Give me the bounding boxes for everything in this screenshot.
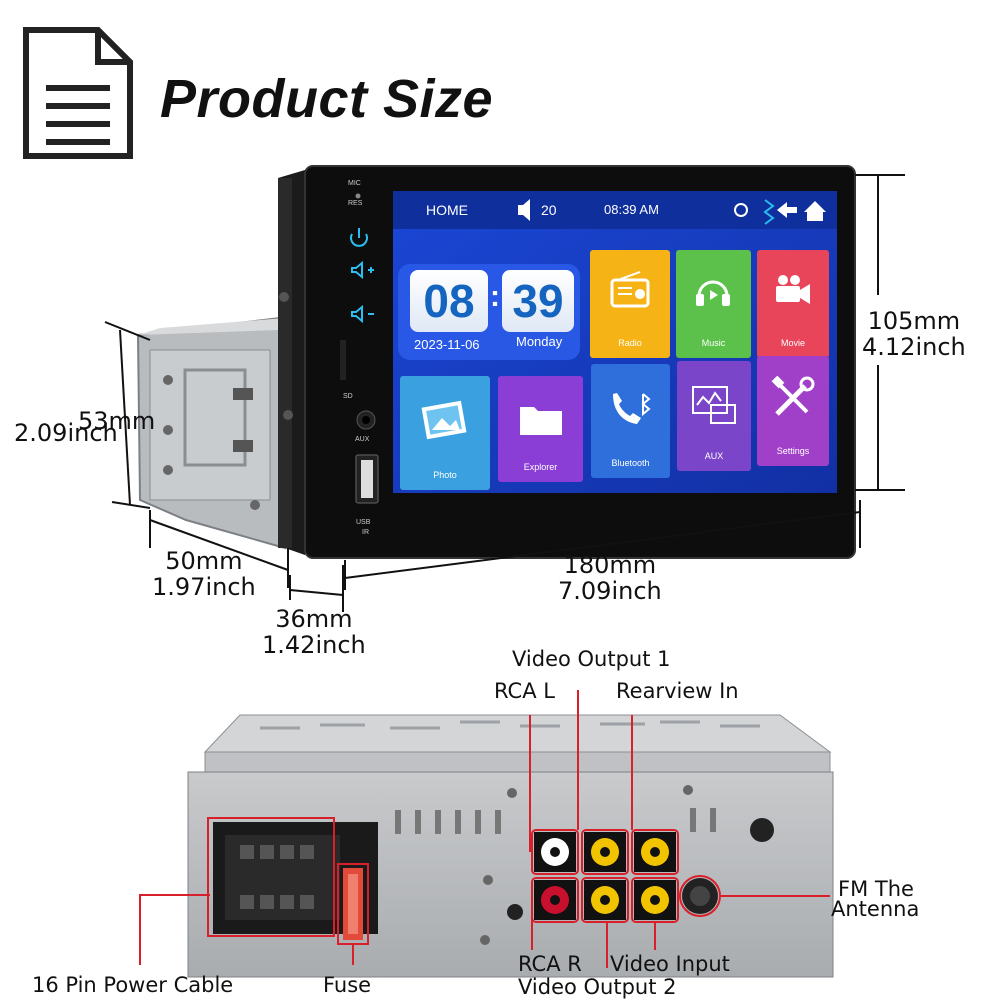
label-fuse: Fuse	[323, 973, 372, 997]
bluetooth-phone-icon	[613, 393, 651, 424]
tile-photo[interactable]: Photo	[400, 376, 490, 490]
tile-label: Movie	[780, 338, 805, 348]
front-depth-mm: 36mm	[275, 605, 353, 633]
label-fm-antenna-line1: FM The	[838, 877, 914, 901]
tile-settings[interactable]: Settings	[757, 356, 829, 466]
photo-icon	[421, 400, 467, 440]
aux-display-icon	[692, 386, 736, 424]
label-video-input: Video Input	[610, 952, 730, 976]
status-volume: 20	[541, 202, 557, 218]
svg-text:IR: IR	[362, 529, 369, 536]
status-time: 08:39 AM	[604, 202, 659, 217]
label-rca-l: RCA L	[494, 679, 555, 703]
svg-text:SD: SD	[343, 393, 353, 400]
width-inch: 7.09inch	[558, 577, 662, 605]
tile-music[interactable]: Music	[676, 250, 751, 358]
tile-label: Photo	[433, 470, 457, 480]
document-icon	[22, 26, 134, 160]
tile-aux[interactable]: AUX	[677, 361, 751, 471]
tile-radio[interactable]: Radio	[590, 250, 670, 358]
clock-hours: 08	[410, 270, 488, 332]
clock-minutes: 39	[502, 270, 574, 332]
tile-label: Settings	[776, 446, 810, 456]
svg-text:USB: USB	[356, 519, 371, 526]
svg-text:RES: RES	[348, 200, 363, 207]
svg-text:AUX: AUX	[355, 436, 370, 443]
label-video-output-1: Video Output 1	[512, 647, 671, 671]
radio-icon	[610, 271, 650, 308]
svg-text:MIC: MIC	[348, 180, 361, 187]
clock-colon: :	[490, 280, 500, 313]
tile-label: Bluetooth	[611, 458, 650, 468]
video-camera-icon	[776, 275, 810, 304]
front-depth-dimension: 36mm 1.42inch	[262, 606, 366, 658]
headphones-icon	[696, 280, 730, 306]
tile-bluetooth[interactable]: Bluetooth	[591, 364, 670, 478]
label-fm-antenna-line2: Antenna	[831, 897, 920, 921]
status-home: HOME	[426, 202, 468, 218]
tile-explorer[interactable]: Explorer	[498, 376, 583, 482]
cage-height-mm: 53mm	[78, 407, 156, 435]
cage-height-inch: 2.09inch	[14, 419, 118, 447]
cage-depth-inch: 1.97inch	[152, 573, 256, 601]
cage-depth-dimension: 50mm 1.97inch	[152, 548, 256, 600]
label-video-output-2: Video Output 2	[518, 975, 677, 999]
clock-date: 2023-11-06	[414, 337, 480, 352]
height-mm: 105mm	[867, 307, 961, 335]
label-rearview-in: Rearview In	[616, 679, 739, 703]
rear-panel-illustration	[139, 690, 834, 978]
wrench-screwdriver-icon	[771, 376, 815, 416]
folder-icon	[520, 407, 562, 435]
width-dimension: 180mm 7.09inch	[558, 552, 662, 604]
tile-label: Explorer	[523, 462, 558, 472]
tile-label: AUX	[704, 451, 724, 461]
cage-depth-mm: 50mm	[165, 547, 243, 575]
label-power-cable: 16 Pin Power Cable	[32, 973, 234, 997]
label-rca-r: RCA R	[518, 952, 582, 976]
height-dimension: 105mm 4.12inch	[862, 308, 966, 360]
width-mm: 180mm	[563, 551, 657, 579]
tile-label: Music	[701, 338, 726, 348]
dimension-lines	[104, 174, 905, 612]
page-title: Product Size	[160, 69, 494, 129]
front-depth-inch: 1.42inch	[262, 631, 366, 659]
tile-label: Radio	[618, 338, 642, 348]
height-inch: 4.12inch	[862, 333, 966, 361]
clock-day: Monday	[516, 334, 563, 349]
tile-movie[interactable]: Movie	[757, 250, 829, 358]
